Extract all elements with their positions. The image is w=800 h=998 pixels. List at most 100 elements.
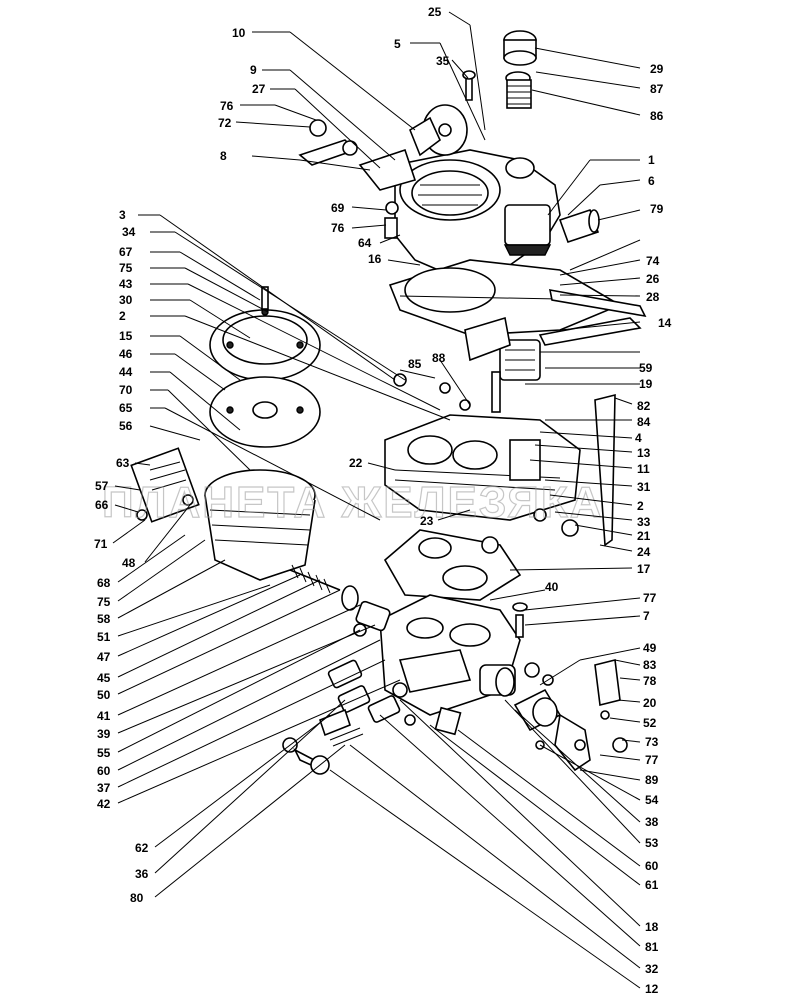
carburetor-body	[384, 393, 616, 547]
label-43: 43	[119, 277, 133, 291]
label-77b: 77	[645, 753, 659, 767]
label-83: 83	[643, 658, 657, 672]
label-38: 38	[645, 815, 659, 829]
label-49: 49	[643, 641, 657, 655]
label-31: 31	[637, 480, 651, 494]
label-27: 27	[252, 82, 266, 96]
air-horn-cover	[394, 104, 561, 276]
label-47: 47	[97, 650, 111, 664]
label-2b: 2	[637, 499, 644, 513]
label-23: 23	[420, 514, 434, 528]
label-84: 84	[637, 415, 651, 429]
pump-housing	[130, 447, 316, 581]
label-14: 14	[658, 316, 672, 330]
label-76: 76	[220, 99, 234, 113]
fuel-fitting	[462, 30, 600, 244]
label-40: 40	[545, 580, 559, 594]
label-54: 54	[645, 793, 659, 807]
label-20: 20	[643, 696, 657, 710]
spring-assembly	[289, 564, 391, 637]
parts-drawing: ПЛАНЕТА ЖЕЛЕЗЯКА	[101, 30, 647, 775]
label-19: 19	[639, 377, 653, 391]
label-67: 67	[119, 245, 133, 259]
label-57: 57	[95, 479, 109, 493]
watermark: ПЛАНЕТА ЖЕЛЕЗЯКА	[102, 478, 604, 527]
label-33: 33	[637, 515, 651, 529]
label-56: 56	[119, 419, 133, 433]
label-48: 48	[122, 556, 136, 570]
label-4: 4	[635, 431, 642, 445]
label-88: 88	[432, 351, 446, 365]
label-10: 10	[232, 26, 246, 40]
label-60b: 60	[645, 859, 659, 873]
label-70: 70	[119, 383, 133, 397]
label-77a: 77	[643, 591, 657, 605]
part-labels: 10 25 5 35 9 27 76 72 8 29 87 86 1 6 79 …	[94, 5, 672, 996]
label-3: 3	[119, 208, 126, 222]
label-17: 17	[637, 562, 651, 576]
label-75a: 75	[119, 261, 133, 275]
label-76b: 76	[331, 221, 345, 235]
label-50: 50	[97, 688, 111, 702]
label-58: 58	[97, 612, 111, 626]
label-41: 41	[97, 709, 111, 723]
label-26: 26	[646, 272, 660, 286]
label-87: 87	[650, 82, 664, 96]
label-21: 21	[637, 529, 651, 543]
label-32: 32	[645, 962, 659, 976]
label-18: 18	[645, 920, 659, 934]
pump-diaphragm	[209, 286, 321, 448]
label-45: 45	[97, 671, 111, 685]
label-46: 46	[119, 347, 133, 361]
label-75b: 75	[97, 595, 111, 609]
label-13: 13	[637, 446, 651, 460]
lower-jets	[282, 659, 462, 775]
label-63: 63	[116, 456, 130, 470]
label-30: 30	[119, 293, 133, 307]
label-69: 69	[331, 201, 345, 215]
label-52: 52	[643, 716, 657, 730]
label-73: 73	[645, 735, 659, 749]
label-39: 39	[97, 727, 111, 741]
label-89: 89	[645, 773, 659, 787]
label-8: 8	[220, 149, 227, 163]
label-62: 62	[135, 841, 149, 855]
label-42: 42	[97, 797, 111, 811]
label-65: 65	[119, 401, 133, 415]
label-22: 22	[349, 456, 363, 470]
label-11: 11	[637, 462, 650, 476]
label-51: 51	[97, 630, 111, 644]
label-85: 85	[408, 357, 422, 371]
label-71: 71	[94, 537, 108, 551]
label-72: 72	[218, 116, 232, 130]
label-7: 7	[643, 609, 650, 623]
label-1: 1	[648, 153, 655, 167]
label-25: 25	[428, 5, 442, 19]
label-34: 34	[122, 225, 136, 239]
label-2a: 2	[119, 309, 126, 323]
label-74: 74	[646, 254, 660, 268]
label-15: 15	[119, 329, 133, 343]
label-16: 16	[368, 252, 382, 266]
label-28: 28	[646, 290, 660, 304]
label-78: 78	[643, 674, 657, 688]
throttle-gasket	[383, 529, 522, 601]
label-66: 66	[95, 498, 109, 512]
label-82: 82	[637, 399, 651, 413]
throttle-lever	[513, 659, 628, 772]
label-79: 79	[650, 202, 664, 216]
label-80: 80	[130, 891, 144, 905]
leader-lines	[112, 11, 641, 989]
label-86: 86	[650, 109, 664, 123]
label-35: 35	[436, 54, 450, 68]
label-9: 9	[250, 63, 257, 77]
label-64: 64	[358, 236, 372, 250]
label-5: 5	[394, 37, 401, 51]
label-37: 37	[97, 781, 111, 795]
label-44: 44	[119, 365, 133, 379]
label-81: 81	[645, 940, 659, 954]
choke-linkage	[298, 119, 417, 239]
label-24: 24	[637, 545, 651, 559]
label-61: 61	[645, 878, 659, 892]
